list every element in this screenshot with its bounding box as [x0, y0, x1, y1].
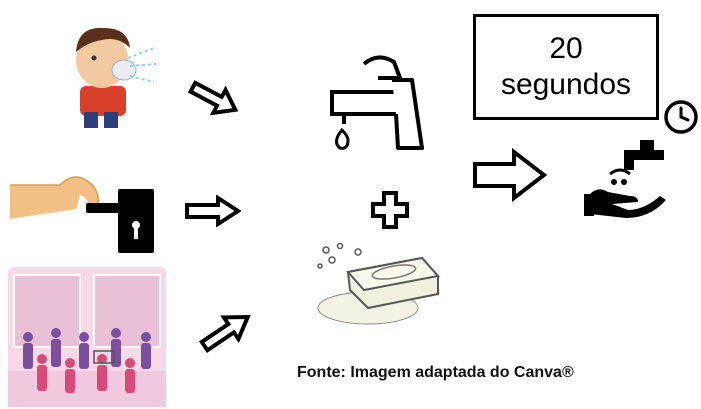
- door-handle-hand-icon: [10, 176, 154, 253]
- shopping-crowd-icon: [8, 267, 166, 407]
- arrow-crowd-to-soap: [199, 314, 251, 354]
- arrow-door-to-plus: [185, 195, 242, 227]
- timer-number: 20: [549, 32, 583, 65]
- clock-icon: [664, 100, 698, 134]
- water-tap-icon: [330, 55, 424, 150]
- arrow-sneeze-to-tap: [187, 80, 239, 116]
- image-caption: Fonte: Imagem adaptada do Canva®: [297, 364, 574, 381]
- arrow-to-washing: [473, 148, 548, 202]
- timer-unit: segundos: [500, 68, 632, 101]
- timer-box: 20 segundos: [473, 14, 659, 120]
- plus-icon: [371, 191, 409, 229]
- soap-bar-icon: [317, 242, 440, 325]
- washing-hands-icon: [584, 140, 666, 218]
- sneezing-person-icon: [76, 27, 157, 128]
